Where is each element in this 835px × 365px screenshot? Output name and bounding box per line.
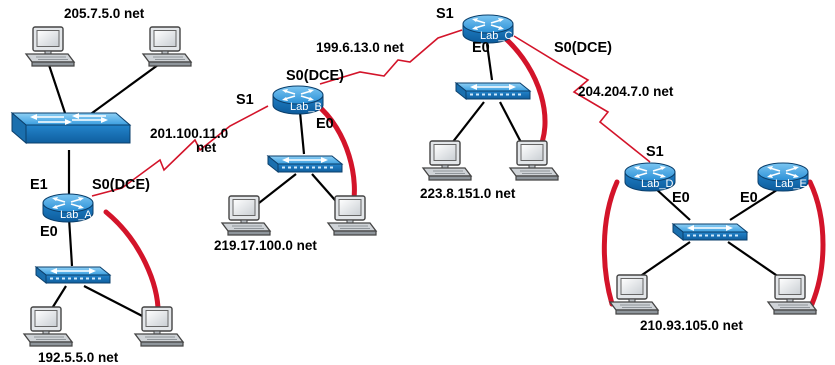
iface-label-b-s1: S1 bbox=[236, 92, 254, 108]
iface-label-a-s0: S0(DCE) bbox=[92, 177, 150, 193]
router-lab-c: Lab_C bbox=[462, 14, 514, 44]
switch-lab-b-lan bbox=[267, 155, 343, 173]
network-label-bc-serial: 199.6.13.0 net bbox=[316, 40, 404, 55]
pc-lab-c-lan-1 bbox=[422, 140, 472, 181]
router-lab-a: Lab_A bbox=[42, 193, 94, 223]
router-lab-d: Lab_D bbox=[624, 162, 676, 192]
network-label-ab-serial-1: 201.100.11.0 bbox=[150, 126, 228, 141]
router-lab-c-label: Lab_C bbox=[480, 30, 512, 42]
iface-label-b-s0: S0(DCE) bbox=[286, 68, 344, 84]
network-label-ab-serial-2: net bbox=[196, 140, 217, 155]
ethernet-links-top-left bbox=[46, 61, 163, 198]
iface-label-c-s0: S0(DCE) bbox=[554, 40, 612, 56]
network-label-cd-serial: 204.204.7.0 net bbox=[578, 84, 674, 99]
serial-link-b-c bbox=[319, 29, 463, 85]
iface-label-a-e0: E0 bbox=[40, 224, 58, 240]
switch-lab-c-lan bbox=[455, 82, 531, 100]
pc-top-left-1 bbox=[25, 26, 75, 67]
iface-label-d-s1: S1 bbox=[646, 144, 664, 160]
pc-lab-c-lan-2 bbox=[509, 140, 559, 181]
network-label-lab-c-lan: 223.8.151.0 net bbox=[420, 186, 516, 201]
pc-top-left-2 bbox=[142, 26, 192, 67]
ethernet-links-de-lan bbox=[601, 179, 826, 307]
ethernet-links-lab-a-lan bbox=[45, 209, 161, 321]
pc-lab-a-lan-1 bbox=[23, 306, 73, 347]
router-lab-e-label: Lab_E bbox=[775, 178, 807, 190]
network-label-bottom-left: 192.5.5.0 net bbox=[38, 350, 119, 365]
serial-link-c-d bbox=[513, 35, 651, 163]
pc-de-lan-2 bbox=[767, 274, 817, 315]
switch-de-lan bbox=[672, 223, 748, 241]
iface-label-c-e0: E0 bbox=[472, 40, 490, 56]
pc-lab-b-lan-2 bbox=[327, 195, 377, 236]
serial-link-a-b bbox=[91, 105, 269, 197]
pc-de-lan-1 bbox=[609, 274, 659, 315]
iface-label-e-e0: E0 bbox=[740, 190, 758, 206]
hub-top-left bbox=[11, 112, 131, 144]
router-lab-e: Lab_E bbox=[757, 162, 809, 192]
iface-label-a-e1: E1 bbox=[30, 177, 48, 193]
switch-lab-a-lan bbox=[35, 266, 111, 284]
router-lab-d-label: Lab_D bbox=[641, 178, 673, 190]
network-label-top-left: 205.7.5.0 net bbox=[64, 6, 145, 21]
network-label-lab-b-lan: 219.17.100.0 net bbox=[214, 238, 317, 253]
iface-label-d-e0: E0 bbox=[672, 190, 690, 206]
router-lab-b-label: Lab_B bbox=[290, 101, 322, 113]
network-label-de-lan: 210.93.105.0 net bbox=[640, 318, 743, 333]
iface-label-b-e0: E0 bbox=[316, 116, 334, 132]
router-lab-a-label: Lab_A bbox=[60, 209, 92, 221]
pc-lab-a-lan-2 bbox=[134, 306, 184, 347]
router-lab-b: Lab_B bbox=[272, 85, 324, 115]
pc-lab-b-lan-1 bbox=[221, 195, 271, 236]
iface-label-c-s1: S1 bbox=[436, 6, 454, 22]
